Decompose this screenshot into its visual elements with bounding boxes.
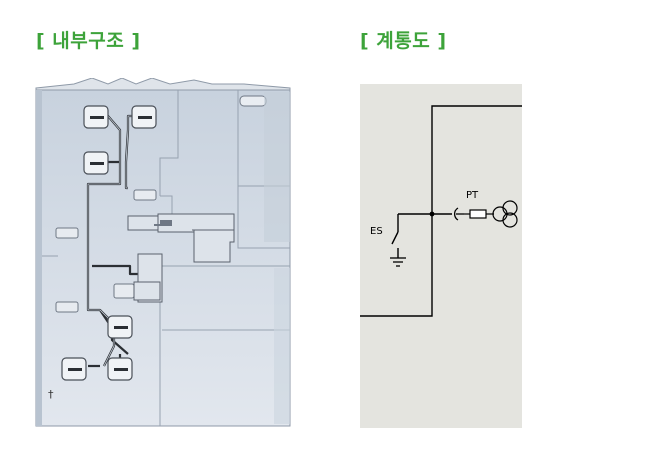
es-label: ES — [370, 226, 383, 237]
bushing-icon — [454, 207, 464, 221]
internal-structure-illustration: † — [34, 78, 296, 430]
internal-structure-heading: [ 내부구조 ] — [36, 30, 141, 52]
switch-icon — [391, 231, 399, 256]
single-line-diagram: PT ES — [360, 84, 522, 428]
pt-label: PT — [466, 190, 479, 201]
main-busbar — [360, 105, 522, 317]
viewing-window — [239, 95, 267, 107]
transformer-icon — [492, 200, 518, 228]
junction-dot — [429, 211, 435, 217]
single-line-diagram-heading: [ 계통도 ] — [360, 30, 447, 52]
ground-icon — [390, 257, 406, 267]
diagram-background — [360, 84, 522, 428]
ground-mark: † — [48, 388, 54, 401]
bushing — [55, 189, 157, 313]
